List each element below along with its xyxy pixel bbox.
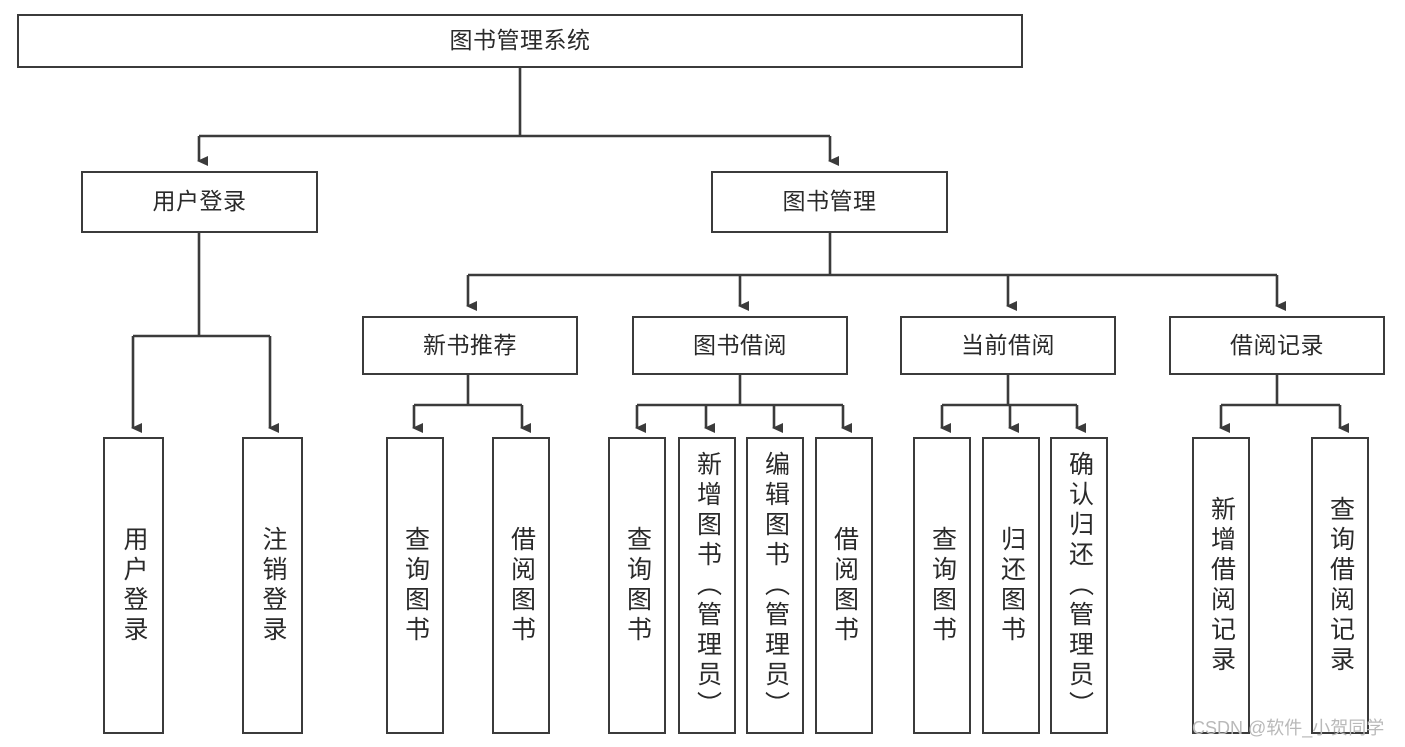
node-new-book-recommend[interactable]: 新书推荐 <box>362 316 578 375</box>
leaf-query-book-recommend[interactable]: 查询图书 <box>386 437 444 734</box>
leaf-borrow-book-recommend[interactable]: 借阅图书 <box>492 437 550 734</box>
leaf-query-book-borrow[interactable]: 查询图书 <box>608 437 666 734</box>
leaf-return-book[interactable]: 归还图书 <box>982 437 1040 734</box>
leaf-borrow-book-recommend-label: 借阅图书 <box>507 525 536 646</box>
leaf-query-book-borrow-label: 查询图书 <box>623 525 652 646</box>
node-borrow-record-label: 借阅记录 <box>1230 331 1324 358</box>
node-borrow-record[interactable]: 借阅记录 <box>1169 316 1385 375</box>
leaf-edit-book-admin[interactable]: 编辑图书（管理员） <box>746 437 804 734</box>
leaf-confirm-return-admin-label: 确认归还（管理员） <box>1065 450 1094 721</box>
node-current-borrow[interactable]: 当前借阅 <box>900 316 1116 375</box>
node-new-book-recommend-label: 新书推荐 <box>423 331 517 358</box>
leaf-add-borrow-record-label: 新增借阅记录 <box>1207 495 1236 676</box>
leaf-add-borrow-record[interactable]: 新增借阅记录 <box>1192 437 1250 734</box>
leaf-logout[interactable]: 注销登录 <box>242 437 303 734</box>
node-current-borrow-label: 当前借阅 <box>961 331 1055 358</box>
leaf-user-login[interactable]: 用户登录 <box>103 437 164 734</box>
leaf-query-borrow-record[interactable]: 查询借阅记录 <box>1311 437 1369 734</box>
leaf-add-book-admin-label: 新增图书（管理员） <box>693 450 722 721</box>
leaf-borrow-book-borrow-label: 借阅图书 <box>830 525 859 646</box>
node-user-login[interactable]: 用户登录 <box>81 171 318 233</box>
leaf-edit-book-admin-label: 编辑图书（管理员） <box>761 450 790 721</box>
leaf-logout-label: 注销登录 <box>259 525 287 646</box>
node-book-borrow[interactable]: 图书借阅 <box>632 316 848 375</box>
node-root[interactable]: 图书管理系统 <box>17 14 1023 68</box>
leaf-query-book-current[interactable]: 查询图书 <box>913 437 971 734</box>
node-book-management-label: 图书管理 <box>782 188 877 215</box>
leaf-confirm-return-admin[interactable]: 确认归还（管理员） <box>1050 437 1108 734</box>
leaf-query-borrow-record-label: 查询借阅记录 <box>1326 495 1355 676</box>
csdn-watermark: CSDN @软件_小贺同学 <box>1192 718 1385 738</box>
leaf-add-book-admin[interactable]: 新增图书（管理员） <box>678 437 736 734</box>
leaf-query-book-current-label: 查询图书 <box>928 525 957 646</box>
node-user-login-label: 用户登录 <box>152 188 247 215</box>
node-book-management[interactable]: 图书管理 <box>711 171 948 233</box>
leaf-user-login-label: 用户登录 <box>120 525 148 646</box>
node-root-label: 图书管理系统 <box>449 27 591 54</box>
leaf-borrow-book-borrow[interactable]: 借阅图书 <box>815 437 873 734</box>
node-book-borrow-label: 图书借阅 <box>693 331 787 358</box>
leaf-return-book-label: 归还图书 <box>997 525 1026 646</box>
leaf-query-book-recommend-label: 查询图书 <box>401 525 430 646</box>
